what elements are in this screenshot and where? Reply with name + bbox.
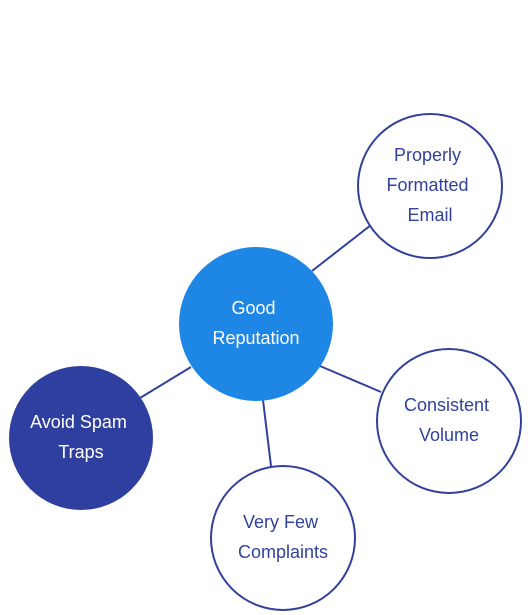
center-circle <box>179 247 333 401</box>
edge-properly-formatted-email <box>311 224 372 272</box>
node-label: Very Few Complaints <box>238 512 328 562</box>
node-label-line: Properly <box>394 145 461 165</box>
node-label: Avoid Spam Traps <box>30 412 132 462</box>
center-label: Good Reputation <box>212 298 299 348</box>
node-label-line: Traps <box>58 442 103 462</box>
center-label-line: Good <box>231 298 275 318</box>
node-consistent-volume: Consistent Volume <box>376 348 522 494</box>
diagram-edges <box>139 224 382 467</box>
node-label-line: Consistent <box>404 395 489 415</box>
node-circle <box>357 113 503 259</box>
node-label-line: Complaints <box>238 542 328 562</box>
node-label: Consistent Volume <box>404 395 494 445</box>
node-avoid-spam-traps: Avoid Spam Traps <box>9 366 153 510</box>
node-label-line: Avoid Spam <box>30 412 127 432</box>
node-label: Properly Formatted Email <box>386 145 473 225</box>
center-label-line: Reputation <box>212 328 299 348</box>
node-label-line: Very Few <box>243 512 319 532</box>
node-properly-formatted-email: Properly Formatted Email <box>357 113 503 259</box>
node-label-line: Volume <box>419 425 479 445</box>
node-label-line: Email <box>407 205 452 225</box>
edge-very-few-complaints <box>262 399 272 467</box>
node-label-line: Formatted <box>386 175 468 195</box>
node-circle <box>210 465 356 611</box>
node-very-few-complaints: Very Few Complaints <box>210 465 356 611</box>
node-circle <box>9 366 153 510</box>
edge-consistent-volume <box>319 365 382 393</box>
node-circle <box>376 348 522 494</box>
edge-avoid-spam-traps <box>139 366 192 399</box>
node-good-reputation: Good Reputation <box>179 247 333 401</box>
